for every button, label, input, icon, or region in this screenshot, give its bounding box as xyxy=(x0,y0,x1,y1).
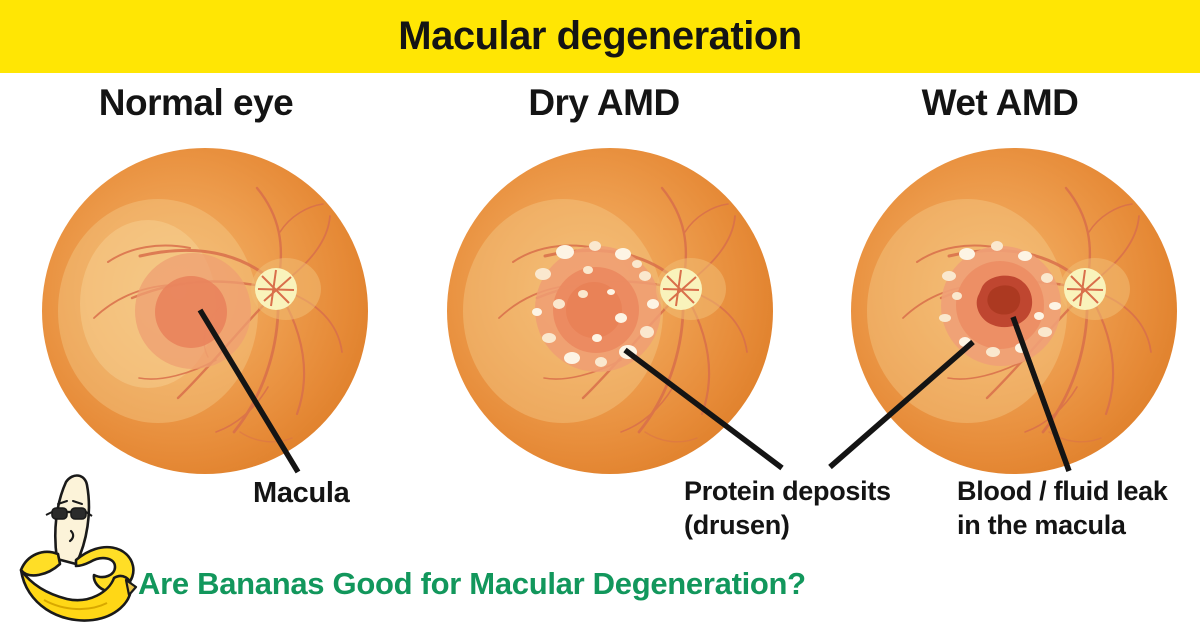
page-title: Macular degeneration xyxy=(398,14,802,58)
question-text: Are Bananas Good for Macular Degeneratio… xyxy=(138,566,806,601)
macula-dry xyxy=(535,246,661,372)
label-protein-deposits-line1: Protein deposits xyxy=(684,476,891,506)
column-heading-dry-amd: Dry AMD xyxy=(528,82,680,123)
banana-ridge xyxy=(43,599,108,611)
label-protein-deposits: Protein deposits (drusen) xyxy=(684,474,891,542)
macula-normal xyxy=(135,253,251,369)
title-banner: Macular degeneration xyxy=(0,0,1200,73)
label-blood-fluid-leak-line2: in the macula xyxy=(957,510,1126,540)
banana-body xyxy=(19,568,133,622)
banana-mouth xyxy=(68,529,75,543)
label-macula: Macula xyxy=(253,477,350,509)
label-blood-fluid-leak-line1: Blood / fluid leak xyxy=(957,476,1168,506)
optic-disc xyxy=(251,258,321,320)
blood-leak-blob xyxy=(976,275,1033,328)
banana-tip xyxy=(124,578,138,597)
fundus-illustration-wet-amd xyxy=(851,148,1177,474)
fundus-illustration-normal xyxy=(42,148,368,474)
column-heading-normal-eye: Normal eye xyxy=(98,82,294,123)
banana-eyebrows xyxy=(57,500,83,505)
sunglasses-icon xyxy=(45,507,93,520)
column-heading-wet-amd: Wet AMD xyxy=(921,82,1079,123)
banana-flesh xyxy=(54,474,91,566)
fundus-illustration-dry-amd xyxy=(447,148,773,474)
optic-disc xyxy=(656,258,726,320)
label-protein-deposits-line2: (drusen) xyxy=(684,510,790,540)
label-blood-fluid-leak: Blood / fluid leak in the macula xyxy=(957,474,1168,542)
optic-disc xyxy=(1060,258,1130,320)
banana-peel-left xyxy=(19,550,62,577)
cool-banana-icon xyxy=(19,474,138,622)
